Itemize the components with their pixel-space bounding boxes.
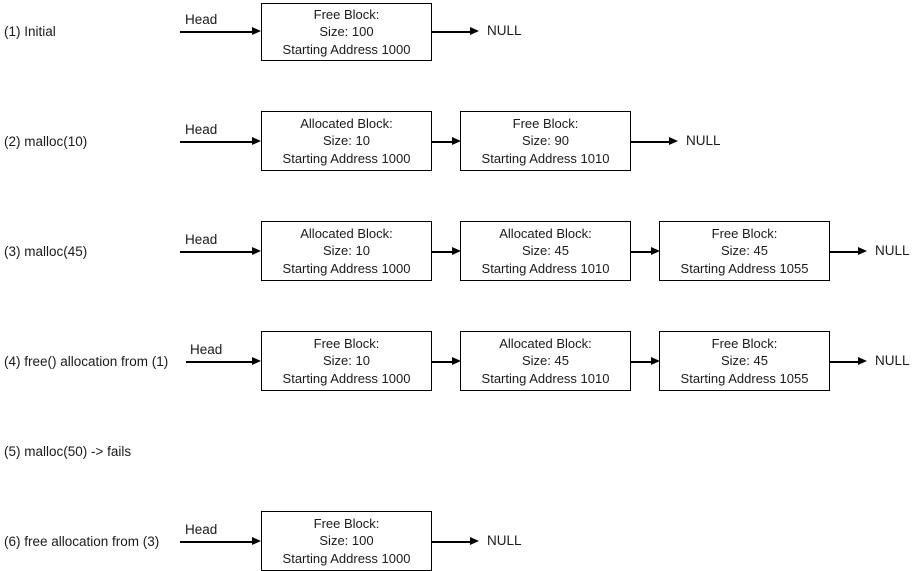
block-size: Size: 10 <box>323 243 370 259</box>
block-size: Size: 10 <box>323 133 370 149</box>
block-size: Size: 90 <box>522 133 569 149</box>
block-address: Starting Address 1055 <box>680 260 809 276</box>
block-kind: Allocated Block: <box>499 335 592 351</box>
memory-block: Allocated Block: Size: 45 Starting Addre… <box>460 221 631 281</box>
block-link-arrow-icon <box>651 247 660 255</box>
step-label: (4) free() allocation from (1) <box>4 354 169 369</box>
head-arrow-line <box>180 141 253 143</box>
block-link-line <box>432 361 456 363</box>
block-address: Starting Address 1000 <box>282 370 411 386</box>
head-label: Head <box>185 522 218 537</box>
block-kind: Free Block: <box>512 115 579 131</box>
null-label: NULL <box>686 133 721 148</box>
block-address: Starting Address 1010 <box>481 370 610 386</box>
block-kind: Free Block: <box>313 335 380 351</box>
block-link-arrow-icon <box>651 357 660 365</box>
head-arrow-icon <box>252 27 261 35</box>
block-size: Size: 45 <box>522 353 569 369</box>
diagram-step-row: (3) malloc(45) Head Allocated Block: Siz… <box>0 220 921 320</box>
block-kind: Allocated Block: <box>300 115 393 131</box>
memory-block: Free Block: Size: 100 Starting Address 1… <box>261 3 432 61</box>
block-link-arrow-icon <box>452 137 461 145</box>
head-arrow-icon <box>252 357 261 365</box>
block-address: Starting Address 1000 <box>282 260 411 276</box>
head-label: Head <box>185 122 218 137</box>
memory-block: Allocated Block: Size: 10 Starting Addre… <box>261 221 432 281</box>
block-size: Size: 100 <box>319 24 374 40</box>
diagram-step-row: (2) malloc(10) Head Allocated Block: Siz… <box>0 110 921 210</box>
block-address: Starting Address 1000 <box>282 150 411 166</box>
diagram-step-row: (4) free() allocation from (1) Head Free… <box>0 330 921 430</box>
head-label: Head <box>185 232 218 247</box>
head-arrow-line <box>186 361 253 363</box>
head-arrow-line <box>180 251 253 253</box>
block-kind: Allocated Block: <box>300 225 393 241</box>
block-address: Starting Address 1010 <box>481 150 610 166</box>
null-arrow-icon <box>858 247 867 255</box>
block-link-arrow-icon <box>452 357 461 365</box>
memory-block: Free Block: Size: 45 Starting Address 10… <box>659 331 830 391</box>
head-arrow-icon <box>252 537 261 545</box>
block-kind: Free Block: <box>711 225 778 241</box>
null-label: NULL <box>875 243 910 258</box>
null-arrow-line <box>631 141 673 143</box>
null-arrow-line <box>830 361 862 363</box>
head-arrow-line <box>180 541 253 543</box>
block-address: Starting Address 1000 <box>282 41 411 57</box>
block-kind: Free Block: <box>711 335 778 351</box>
head-arrow-icon <box>252 137 261 145</box>
null-label: NULL <box>875 353 910 368</box>
block-link-line <box>631 251 655 253</box>
null-arrow-line <box>830 251 862 253</box>
null-arrow-icon <box>470 537 479 545</box>
null-arrow-icon <box>470 27 479 35</box>
diagram-step-row: (1) Initial Head Free Block: Size: 100 S… <box>0 0 921 100</box>
block-kind: Free Block: <box>313 515 380 531</box>
memory-block: Free Block: Size: 45 Starting Address 10… <box>659 221 830 281</box>
null-label: NULL <box>487 533 522 548</box>
block-address: Starting Address 1055 <box>680 370 809 386</box>
diagram-step-row: (6) free allocation from (3) Head Free B… <box>0 510 921 571</box>
null-arrow-icon <box>858 357 867 365</box>
null-arrow-line <box>432 31 474 33</box>
head-arrow-line <box>180 31 253 33</box>
step-label: (3) malloc(45) <box>4 244 88 259</box>
memory-block: Free Block: Size: 10 Starting Address 10… <box>261 331 432 391</box>
memory-block: Free Block: Size: 100 Starting Address 1… <box>261 511 432 571</box>
block-link-line <box>631 361 655 363</box>
block-link-arrow-icon <box>452 247 461 255</box>
null-arrow-line <box>432 541 474 543</box>
null-arrow-icon <box>669 137 678 145</box>
step-label: (1) Initial <box>4 24 56 39</box>
block-link-line <box>432 251 456 253</box>
block-kind: Allocated Block: <box>499 225 592 241</box>
head-label: Head <box>185 12 218 27</box>
block-address: Starting Address 1010 <box>481 260 610 276</box>
block-size: Size: 100 <box>319 533 374 549</box>
step-label: (6) free allocation from (3) <box>4 534 160 549</box>
block-link-line <box>432 141 456 143</box>
memory-block: Allocated Block: Size: 45 Starting Addre… <box>460 331 631 391</box>
block-size: Size: 45 <box>721 243 768 259</box>
memory-block: Allocated Block: Size: 10 Starting Addre… <box>261 111 432 171</box>
block-size: Size: 45 <box>721 353 768 369</box>
head-label: Head <box>190 342 223 357</box>
block-size: Size: 10 <box>323 353 370 369</box>
memory-block: Free Block: Size: 90 Starting Address 10… <box>460 111 631 171</box>
block-size: Size: 45 <box>522 243 569 259</box>
null-label: NULL <box>487 23 522 38</box>
head-arrow-icon <box>252 247 261 255</box>
diagram-step-row: (5) malloc(50) -> fails <box>0 444 921 484</box>
block-kind: Free Block: <box>313 6 380 22</box>
step-label: (2) malloc(10) <box>4 134 88 149</box>
step-label: (5) malloc(50) -> fails <box>4 444 132 459</box>
block-address: Starting Address 1000 <box>282 550 411 566</box>
